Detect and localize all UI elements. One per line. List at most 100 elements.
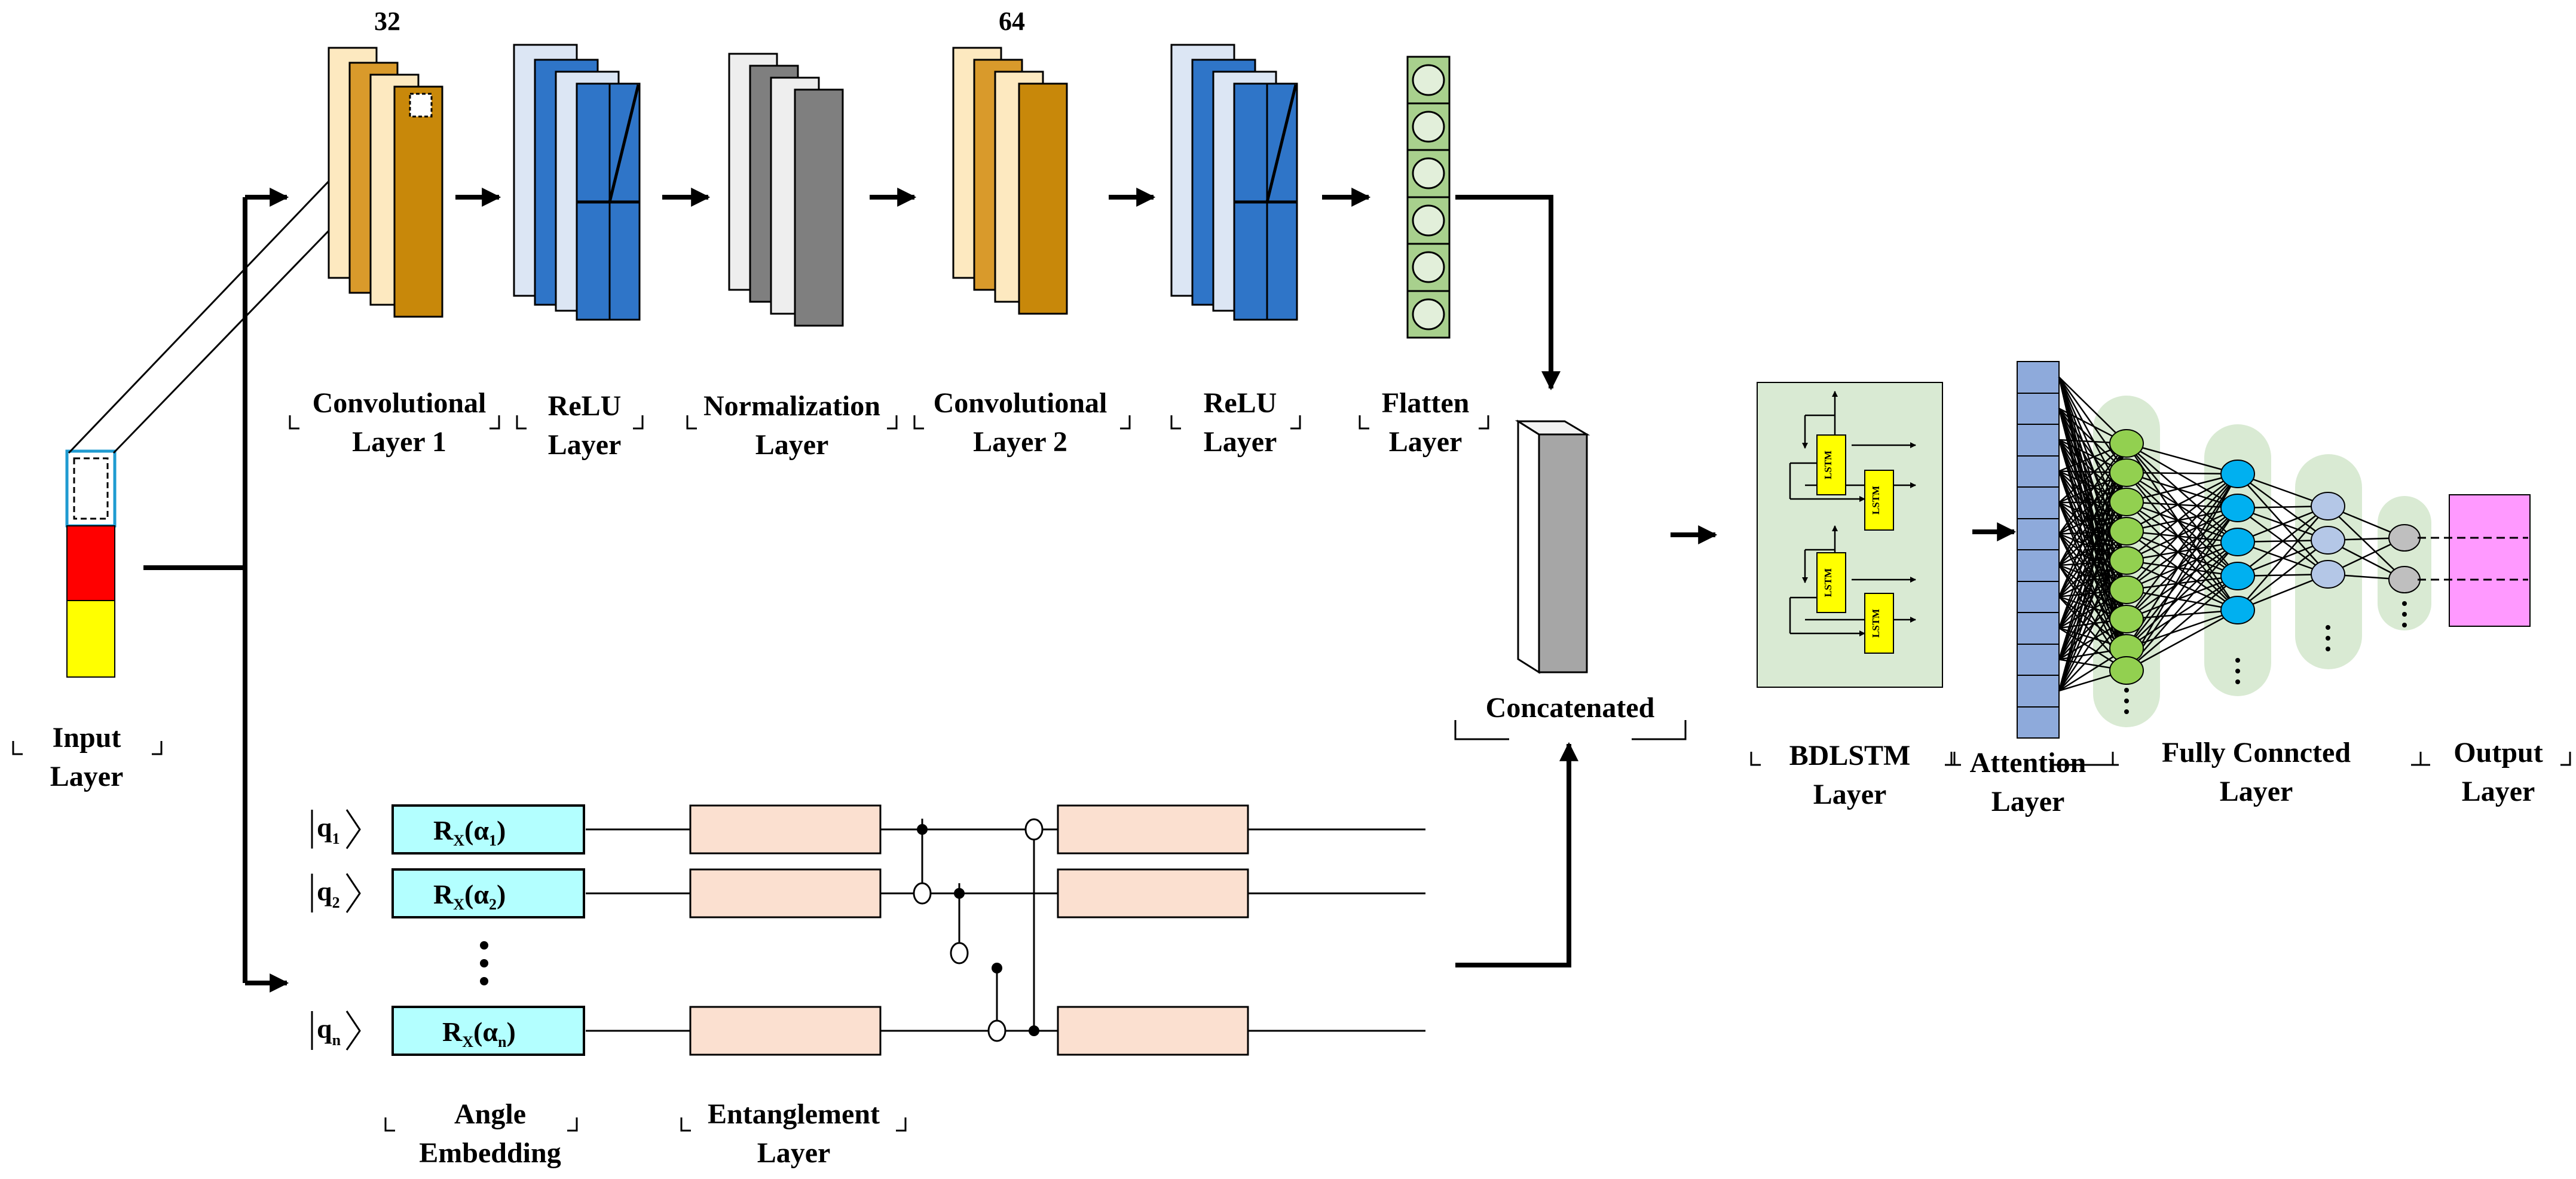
svg-text:ReLU: ReLU [1204,387,1277,419]
fc-connection [2126,507,2238,620]
label-conv-layer-2: Convolutional Layer 2 [934,387,1108,458]
fc-connection [2126,507,2238,532]
fc-connection [2125,473,2239,671]
svg-text:Layer: Layer [548,429,622,461]
fc-connection [2058,376,2127,444]
fc-connection [2126,471,2238,475]
fc-connection [2126,575,2238,671]
lstm-cell [1816,434,1846,495]
fc-connection [2126,507,2238,562]
quantum-circuit: RX(α1) RX(α2) RX(αn) q1 q2 qn [311,804,1425,1056]
svg-text:RX(α2): RX(α2) [433,879,506,913]
fc-connection [2126,559,2238,577]
svg-text:Entanglement: Entanglement [708,1098,880,1130]
label-bdlstm-layer: BDLSTM Layer [1789,740,1911,810]
entanglement-gate [1057,868,1249,918]
label-concatenated: Concatenated [1486,692,1655,724]
fc-connection [2126,473,2238,561]
entanglement-gate [689,804,882,855]
svg-text:LSTM: LSTM [1870,486,1881,515]
label-normalization-layer: Normalization Layer [703,390,880,461]
fc-connection [2126,473,2238,590]
fc-neuron [2220,562,2255,590]
cnn-arrows [455,188,2017,967]
qubit-label: q2 [317,876,340,911]
fc-connection [2058,533,2127,620]
fc-connection [2058,439,2128,532]
fc-connection [2126,541,2238,620]
bdlstm-layer: LSTM LSTM LSTM LSTM [1757,382,1943,688]
input-segment-bottom [66,600,115,678]
svg-text:Normalization: Normalization [703,390,880,422]
svg-text:ReLU: ReLU [548,390,622,422]
input-branch-arrows [143,188,289,993]
fc-neuron [2311,560,2345,589]
svg-text:Flatten: Flatten [1382,387,1470,419]
fc-connection [2058,443,2128,535]
fc-connection [2126,541,2238,591]
fc-neuron [2109,605,2144,633]
svg-text:Layer: Layer [755,429,829,461]
angle-gate-label: RX(α1) [433,815,506,849]
conv2-filter-count: 64 [999,7,1025,36]
label-output-layer: Output Layer [2453,737,2543,807]
fc-connection [2125,473,2239,649]
fc-connection [2126,609,2238,650]
fc-connection [2125,507,2239,671]
conv1-filter-count: 32 [374,7,400,36]
svg-text:Convolutional: Convolutional [313,387,487,419]
fc-connection [2126,589,2238,611]
flatten-layer [1406,56,1451,339]
fc-neuron [2109,429,2144,458]
svg-text:Layer: Layer [1813,779,1887,810]
label-angle-embedding: Angle Embedding [419,1098,561,1169]
fc-connection [2058,618,2127,691]
fc-connection [2126,473,2238,620]
lstm-cell [1864,470,1894,531]
svg-text:Layer 2: Layer 2 [973,426,1067,458]
fully-connected-layer [2058,376,2431,727]
angle-gate-label: RX(αn) [442,1016,516,1051]
angle-gate [391,1006,585,1056]
svg-text:Layer: Layer [757,1137,831,1169]
attention-layer [2017,361,2060,739]
svg-text:Fully Conncted: Fully Conncted [2162,737,2351,768]
fc-neuron [2220,528,2255,556]
fc-neuron [2388,566,2421,593]
fc-neuron [2109,458,2144,487]
fc-connection [2126,541,2238,562]
relu-layer-2 [1170,44,1298,321]
fc-neuron [2109,575,2144,604]
label-conv-layer-1: Convolutional Layer 1 [313,387,487,458]
label-attention-layer: Attention Layer [1970,747,2087,817]
entanglement-gate [1057,1006,1249,1056]
fc-neuron [2388,524,2421,552]
svg-text:Embedding: Embedding [419,1137,561,1169]
svg-text:Convolutional: Convolutional [934,387,1108,419]
fc-connection [2126,473,2238,503]
svg-text:RX(αn): RX(αn) [442,1016,516,1051]
svg-text:Layer: Layer [1204,426,1277,458]
fc-connection [2126,507,2238,649]
svg-text:LSTM: LSTM [1870,609,1881,638]
svg-text:Input: Input [53,722,121,754]
output-layer [2418,494,2531,627]
fc-connection [2058,376,2128,473]
fc-neuron [2109,656,2144,685]
fc-connection [2126,472,2238,611]
fc-neuron [2220,460,2255,488]
qubit-label: qn [317,1013,341,1049]
angle-gate-label: RX(α2) [433,879,506,913]
fc-connection [2058,502,2127,590]
fc-neuron [2109,546,2144,575]
fc-connection [2058,565,2127,649]
fc-connection [2126,541,2238,671]
label-relu-layer-1: ReLU Layer [548,390,622,461]
fc-connection [2327,506,2405,580]
svg-text:Angle: Angle [454,1098,526,1130]
fc-connection [2237,540,2329,611]
input-layer [65,93,440,678]
fc-connection [2126,541,2238,649]
conv-layer-2 [952,47,1068,315]
